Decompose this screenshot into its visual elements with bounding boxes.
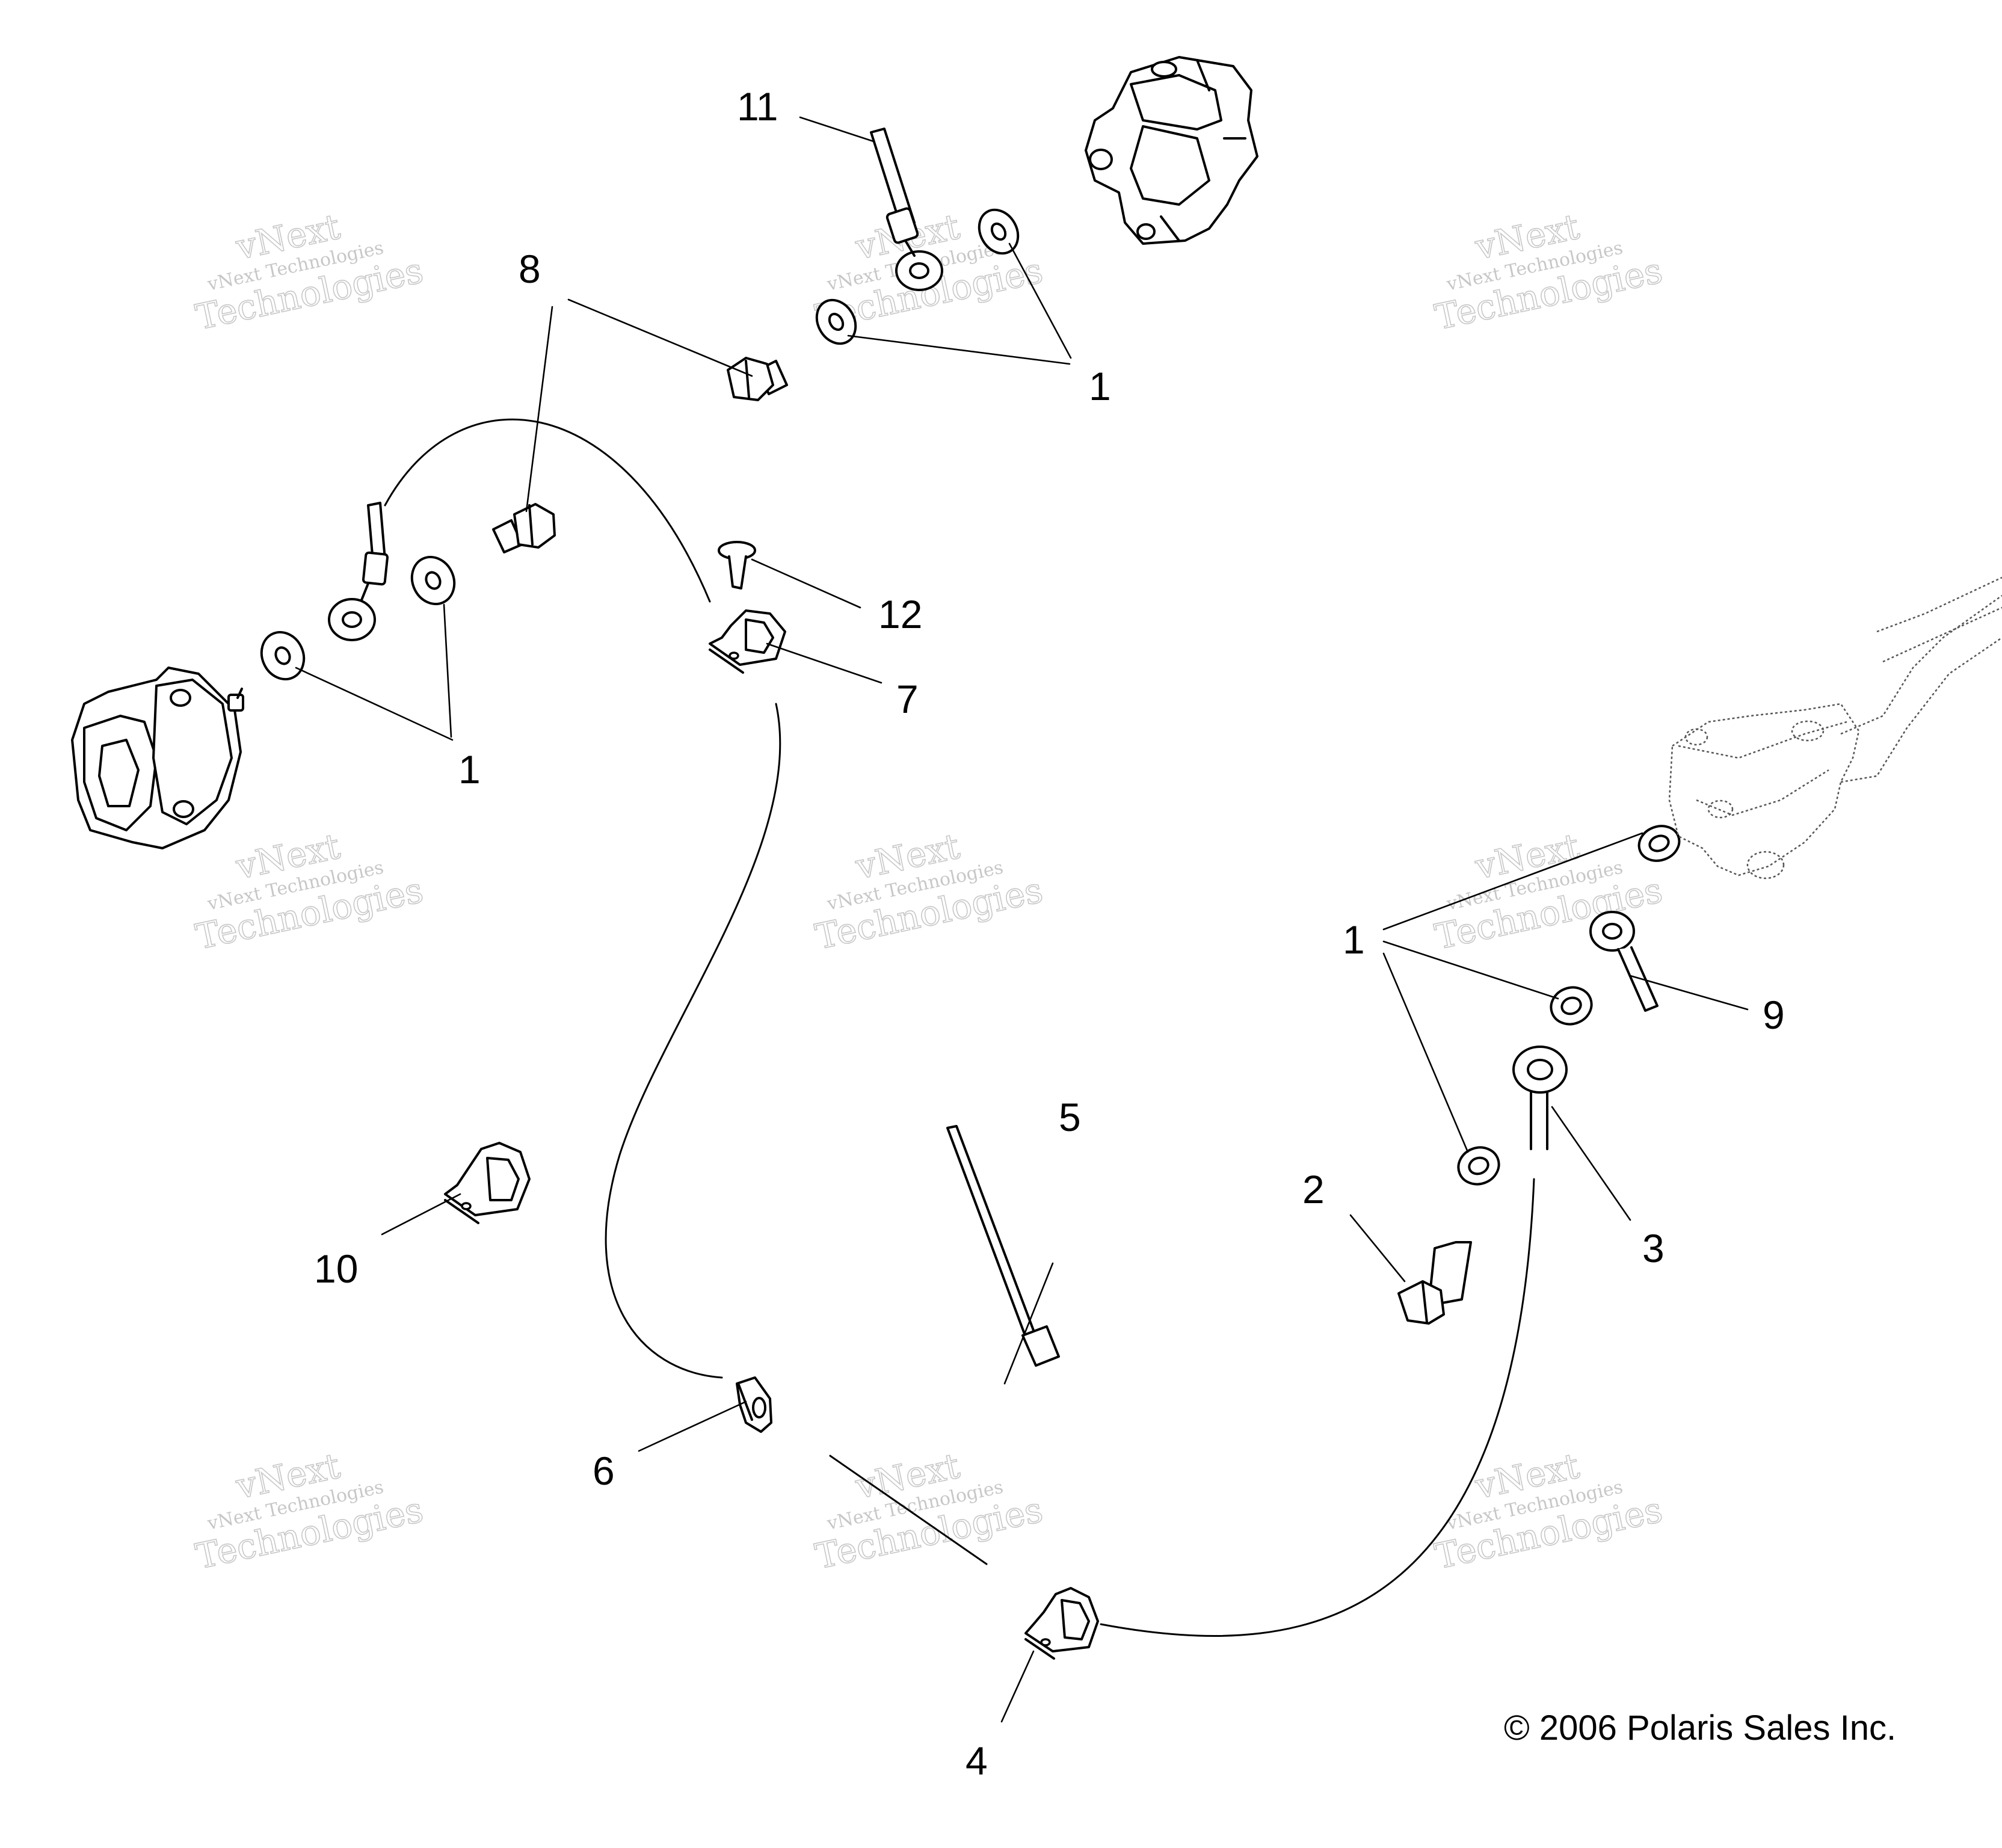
callout-1-left: 1: [458, 747, 481, 792]
part-3-hose-end[interactable]: [1512, 1046, 1568, 1150]
brake-hoses: [384, 418, 1535, 1637]
watermark-7: vNext vNext Technologies Technologies: [192, 1445, 427, 1578]
part-12-push-rivet[interactable]: [718, 541, 756, 590]
part-1-washers-top[interactable]: [809, 203, 1026, 351]
callout-9: 9: [1763, 993, 1785, 1037]
part-6-hose-clip[interactable]: [736, 1376, 772, 1433]
watermark-3: vNext vNext Technologies Technologies: [1431, 206, 1666, 339]
part-1-washers-left[interactable]: [254, 550, 461, 686]
callout-4: 4: [966, 1739, 988, 1783]
part-5-cable-tie[interactable]: [946, 1125, 1060, 1367]
line-segment-6-4: [829, 1455, 988, 1565]
main-brake-line: [605, 703, 781, 1379]
left-brake-hose: [384, 418, 711, 603]
watermark-4: vNext vNext Technologies Technologies: [192, 825, 427, 958]
callout-1-top: 1: [1089, 364, 1111, 408]
left-brake-caliper: [71, 667, 244, 849]
callout-12: 12: [878, 592, 922, 636]
top-brake-caliper: [1085, 56, 1258, 245]
callout-labels: 11 8 1 12 7 1 1 9 5 2 3 10 6 4: [314, 84, 1785, 1783]
watermark-1: vNext vNext Technologies Technologies: [192, 206, 427, 339]
left-hose-banjo-end[interactable]: [328, 502, 389, 641]
part-8-banjo-bolt-left[interactable]: [492, 503, 556, 553]
watermark-9: vNext vNext Technologies Technologies: [1431, 1445, 1666, 1578]
callout-1-right: 1: [1343, 917, 1365, 962]
leader-lines: [295, 116, 1749, 1723]
watermark-5: vNext vNext Technologies Technologies: [812, 825, 1047, 958]
part-11-front-hose[interactable]: [870, 128, 943, 291]
part-1-washers-right[interactable]: [1453, 821, 1684, 1190]
part-4-hose-clamp[interactable]: [1024, 1587, 1099, 1660]
copyright-notice: © 2006 Polaris Sales Inc.: [1504, 1708, 1896, 1748]
callout-8: 8: [519, 247, 541, 291]
part-2-bolt[interactable]: [1397, 1241, 1472, 1325]
watermark-group: vNext vNext Technologies Technologies vN…: [192, 206, 1666, 1578]
callout-11: 11: [737, 84, 778, 129]
callout-6: 6: [593, 1449, 615, 1493]
part-7-hose-clamp[interactable]: [709, 609, 786, 674]
callout-2: 2: [1302, 1167, 1325, 1212]
right-master-cylinder: [1668, 576, 2002, 879]
watermark-8: vNext vNext Technologies Technologies: [812, 1445, 1047, 1578]
callout-3: 3: [1642, 1226, 1665, 1270]
part-9-hose-end[interactable]: [1589, 911, 1659, 1012]
part-10-hose-clamp[interactable]: [444, 1142, 531, 1224]
callout-5: 5: [1059, 1095, 1081, 1139]
callout-10: 10: [314, 1246, 358, 1291]
callout-7: 7: [896, 677, 919, 721]
part-8-banjo-bolt-top[interactable]: [727, 357, 788, 401]
rear-brake-line: [1100, 1178, 1535, 1637]
